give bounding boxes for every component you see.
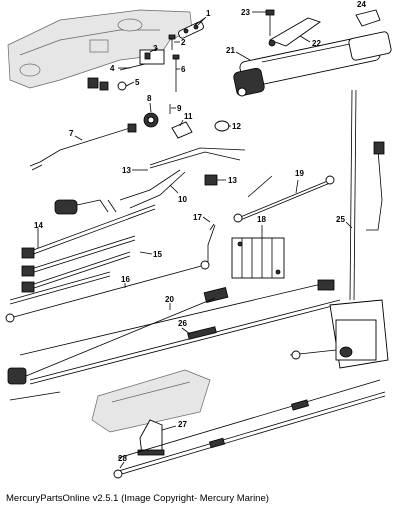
callout-28: 28 [118,454,127,463]
part-26-harness [9,299,341,401]
callout-26: 26 [178,319,187,328]
callout-4: 4 [110,64,115,73]
part-6-bolt [172,54,180,92]
part-2-screw [168,34,176,50]
part-18-heat-sink [231,237,285,279]
callout-10: 10 [178,195,187,204]
part-8-knob [143,112,159,128]
callout-13b: 13 [228,176,237,185]
callout-14: 14 [34,221,43,230]
callout-6: 6 [181,65,186,74]
callout-20: 20 [165,295,174,304]
part-17-lead [207,223,216,262]
callout-8: 8 [147,94,152,103]
part-19-strap [233,175,335,223]
part-7-cable [29,123,137,171]
part-24-clip [355,9,381,27]
callout-2: 2 [181,38,186,47]
exploded-parts-diagram: 1 2 3 4 5 6 7 8 9 10 11 12 13 13 14 15 1… [5,0,392,479]
callout-27: 27 [178,420,187,429]
image-caption: MercuryPartsOnline v2.5.1 (Image Copyrig… [6,493,269,504]
callout-3: 3 [153,44,158,53]
part-10-wiring-harness [54,147,246,215]
callout-17: 17 [193,213,202,222]
callout-11: 11 [184,112,193,121]
part-25-actuator [289,89,389,369]
part-3-4-connector [87,49,165,91]
callout-25: 25 [336,215,345,224]
part-20-cable [7,279,335,385]
part-5-washer [117,81,127,91]
callout-1: 1 [206,9,211,18]
callout-numbers: 1 2 3 4 5 6 7 8 9 10 11 12 13 13 14 15 1… [34,0,366,463]
callout-12: 12 [232,122,241,131]
part-11-clip [171,121,193,139]
callout-16: 16 [121,275,130,284]
part-14-cables [21,204,156,277]
callout-24: 24 [357,0,366,9]
callout-13a: 13 [122,166,131,175]
callout-22: 22 [312,39,321,48]
part-28-cables [113,379,386,479]
callout-18: 18 [257,215,266,224]
part-22-tie-bar [268,17,321,47]
callout-19: 19 [295,169,304,178]
callout-9: 9 [177,104,182,113]
callout-21: 21 [226,46,235,55]
part-23-bolt [265,9,275,36]
part-15-cables [9,251,131,305]
part-21-steering-cylinder [233,31,392,97]
engine-block-outline [7,9,193,89]
part-16-cable [5,260,210,323]
callout-7: 7 [69,129,74,138]
callout-23: 23 [241,8,250,17]
callout-leaders [37,11,353,469]
lower-mount-outline [91,369,211,433]
part-12-ring [214,120,230,132]
callout-5: 5 [135,78,140,87]
callout-15: 15 [153,250,162,259]
